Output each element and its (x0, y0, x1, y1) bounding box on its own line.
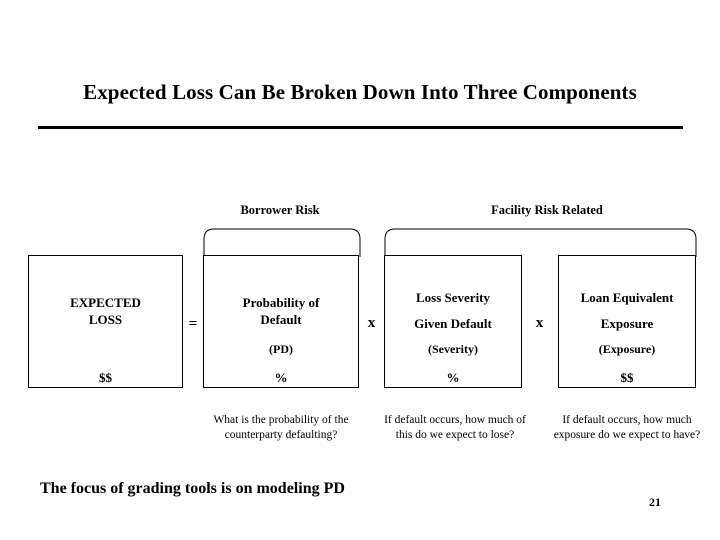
box-expected-loss-line2: LOSS (88, 312, 123, 327)
box-expected-loss-unit: $$ (99, 370, 112, 385)
note-probability-of-default: What is the probability of the counterpa… (213, 414, 349, 441)
box-loss-severity: Loss Severity Given Default (Severity) % (384, 255, 522, 388)
box-expected-loss-line1: EXPECTED (70, 295, 141, 310)
footer-note: The focus of grading tools is on modelin… (40, 480, 345, 497)
operator-multiply-2: x (535, 315, 544, 331)
box-exposure-line3: (Exposure) (598, 342, 656, 356)
group-label-facility-risk: Facility Risk Related (491, 203, 603, 217)
operator-equals: = (188, 316, 198, 332)
box-expected-loss: EXPECTED LOSS $$ (28, 255, 183, 388)
note-loss-severity: If default occurs, how much of this do w… (384, 414, 526, 441)
box-severity-line2: Given Default (414, 316, 492, 331)
page-title: Expected Loss Can Be Broken Down Into Th… (83, 80, 637, 104)
box-loan-equivalent-exposure: Loan Equivalent Exposure (Exposure) $$ (558, 255, 696, 388)
box-severity-line1: Loss Severity (415, 290, 491, 305)
box-exposure-line2: Exposure (600, 316, 654, 331)
box-exposure-line1: Loan Equivalent (580, 290, 674, 305)
box-pd-line2: Default (260, 312, 302, 327)
title-divider (38, 126, 683, 129)
brace-facility-risk (384, 228, 697, 257)
box-pd-line1: Probability of (242, 295, 320, 310)
note-loan-equivalent-exposure: If default occurs, how much exposure do … (553, 414, 701, 441)
box-pd-line3: (PD) (269, 342, 293, 356)
page-number: 21 (649, 495, 661, 509)
box-exposure-unit: $$ (620, 370, 634, 385)
box-severity-unit: % (446, 370, 460, 385)
operator-multiply-1: x (367, 315, 376, 331)
box-probability-of-default: Probability of Default (PD) % (203, 255, 359, 388)
box-severity-line3: (Severity) (428, 342, 478, 356)
box-pd-unit: % (274, 370, 288, 385)
group-label-borrower-risk: Borrower Risk (240, 203, 320, 217)
brace-borrower-risk (203, 228, 361, 257)
